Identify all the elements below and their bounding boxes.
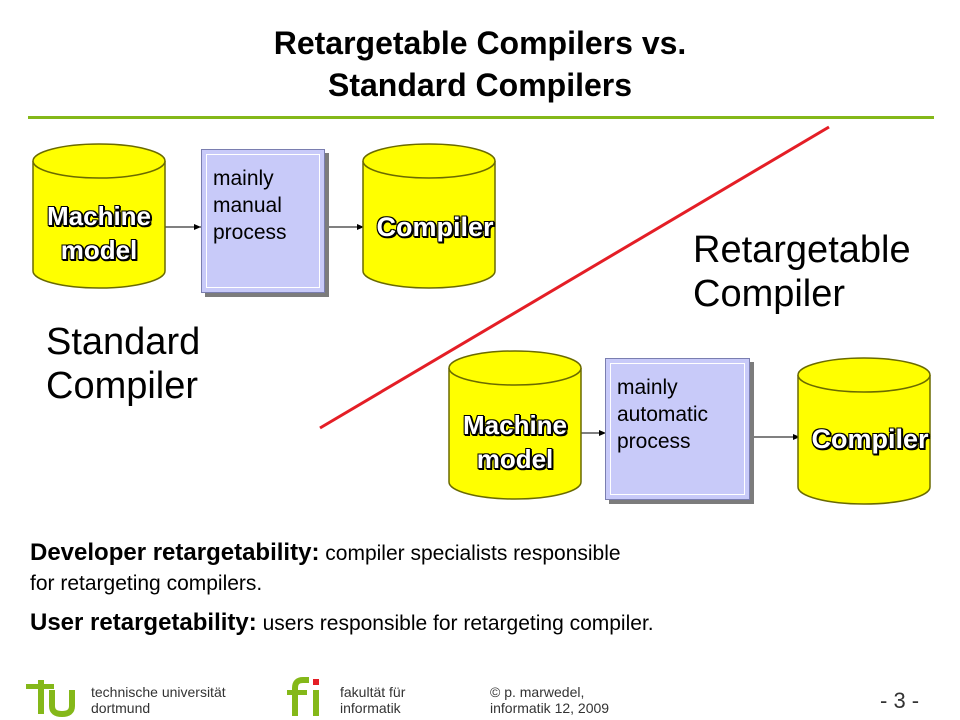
copyright-line1: © p. marwedel,: [490, 684, 585, 700]
retargetable-source-line1: Machine: [462, 410, 568, 440]
standard-source-line1: Machine: [46, 201, 152, 231]
retargetable-compiler-cylinder: Compiler: [797, 357, 931, 505]
faculty-line2: informatik: [340, 700, 401, 716]
standard-label-line2: Compiler: [46, 365, 199, 407]
standard-machine-model-cylinder: Machine model: [32, 143, 166, 289]
slide-title-line-1: Retargetable Compilers vs.: [273, 25, 687, 61]
retargetable-process-line1: mainly: [617, 376, 678, 399]
retargetable-process-box: mainly automatic process: [605, 358, 754, 504]
fi-logo: [287, 677, 319, 716]
standard-process-line1: mainly: [213, 167, 274, 190]
page-number: - 3 -: [880, 688, 920, 713]
university-name: technische universität dortmund: [91, 684, 226, 716]
user-text: users responsible for retargeting compil…: [262, 612, 654, 635]
user-term: User retargetability:: [30, 609, 257, 636]
retargetable-label-line1: Retargetable: [693, 229, 911, 271]
retargetable-process-line2: automatic: [617, 403, 709, 426]
developer-text: compiler specialists responsible: [325, 542, 621, 565]
retargetable-compiler-label: Retargetable Compiler: [693, 228, 911, 316]
faculty-name: fakultät für informatik: [340, 684, 405, 716]
standard-label-line1: Standard: [46, 321, 201, 363]
copyright-line2: informatik 12, 2009: [490, 700, 610, 716]
standard-compiler-label: Standard Compiler: [46, 320, 200, 408]
university-line2: dortmund: [91, 700, 151, 716]
tu-logo: [26, 680, 75, 718]
retargetable-source-line2: model: [476, 444, 554, 474]
university-line1: technische universität: [91, 684, 226, 700]
copyright: © p. marwedel, informatik 12, 2009: [490, 684, 609, 716]
standard-process-line2: manual: [213, 194, 282, 217]
developer-definition: Developer retargetability: compiler spec…: [30, 538, 621, 568]
developer-text-2: for retargeting compilers.: [30, 572, 263, 595]
retargetable-target: Compiler: [811, 424, 929, 454]
faculty-line1: fakultät für: [340, 684, 406, 700]
developer-term: Developer retargetability:: [30, 539, 320, 566]
retargetable-label-line2: Compiler: [693, 273, 846, 315]
developer-definition-cont: for retargeting compilers.: [30, 569, 262, 598]
user-definition: User retargetability: users responsible …: [30, 608, 654, 638]
retargetable-process-line3: process: [617, 430, 691, 453]
standard-process-box: mainly manual process: [201, 149, 329, 297]
slide-title-line-2: Standard Compilers: [327, 67, 633, 103]
retargetable-machine-model-cylinder: Machine model: [448, 350, 582, 500]
standard-target: Compiler: [376, 212, 494, 242]
standard-process-line3: process: [213, 221, 287, 244]
title-underline: [28, 116, 934, 119]
standard-compiler-cylinder: Compiler: [362, 143, 496, 289]
standard-source-line2: model: [60, 235, 138, 265]
